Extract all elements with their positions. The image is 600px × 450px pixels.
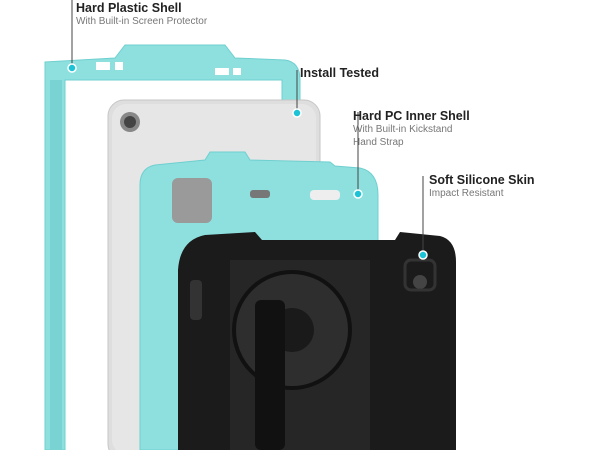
callout-hard-pc-inner-shell: Hard PC Inner Shell With Built-in Kickst… xyxy=(353,109,470,149)
callout-install-tested: Install Tested xyxy=(300,66,379,80)
callout-title: Install Tested xyxy=(300,66,379,80)
callout-title: Hard PC Inner Shell xyxy=(353,109,470,123)
hard-plastic-shell xyxy=(44,44,301,450)
callout-title: Soft Silicone Skin xyxy=(429,173,535,187)
callout-subtitle: With Built-in Kickstand xyxy=(353,124,453,135)
soft-silicone-skin xyxy=(178,232,456,450)
callout-subtitle: Impact Resistant xyxy=(429,188,504,199)
callout-subtitle: Hand Strap xyxy=(353,137,404,148)
callout-hard-plastic-shell: Hard Plastic Shell With Built-in Screen … xyxy=(76,1,207,28)
callout-title: Hard Plastic Shell xyxy=(76,1,182,15)
callout-soft-silicone-skin: Soft Silicone Skin Impact Resistant xyxy=(429,173,535,200)
callout-subtitle: With Built-in Screen Protector xyxy=(76,16,208,27)
